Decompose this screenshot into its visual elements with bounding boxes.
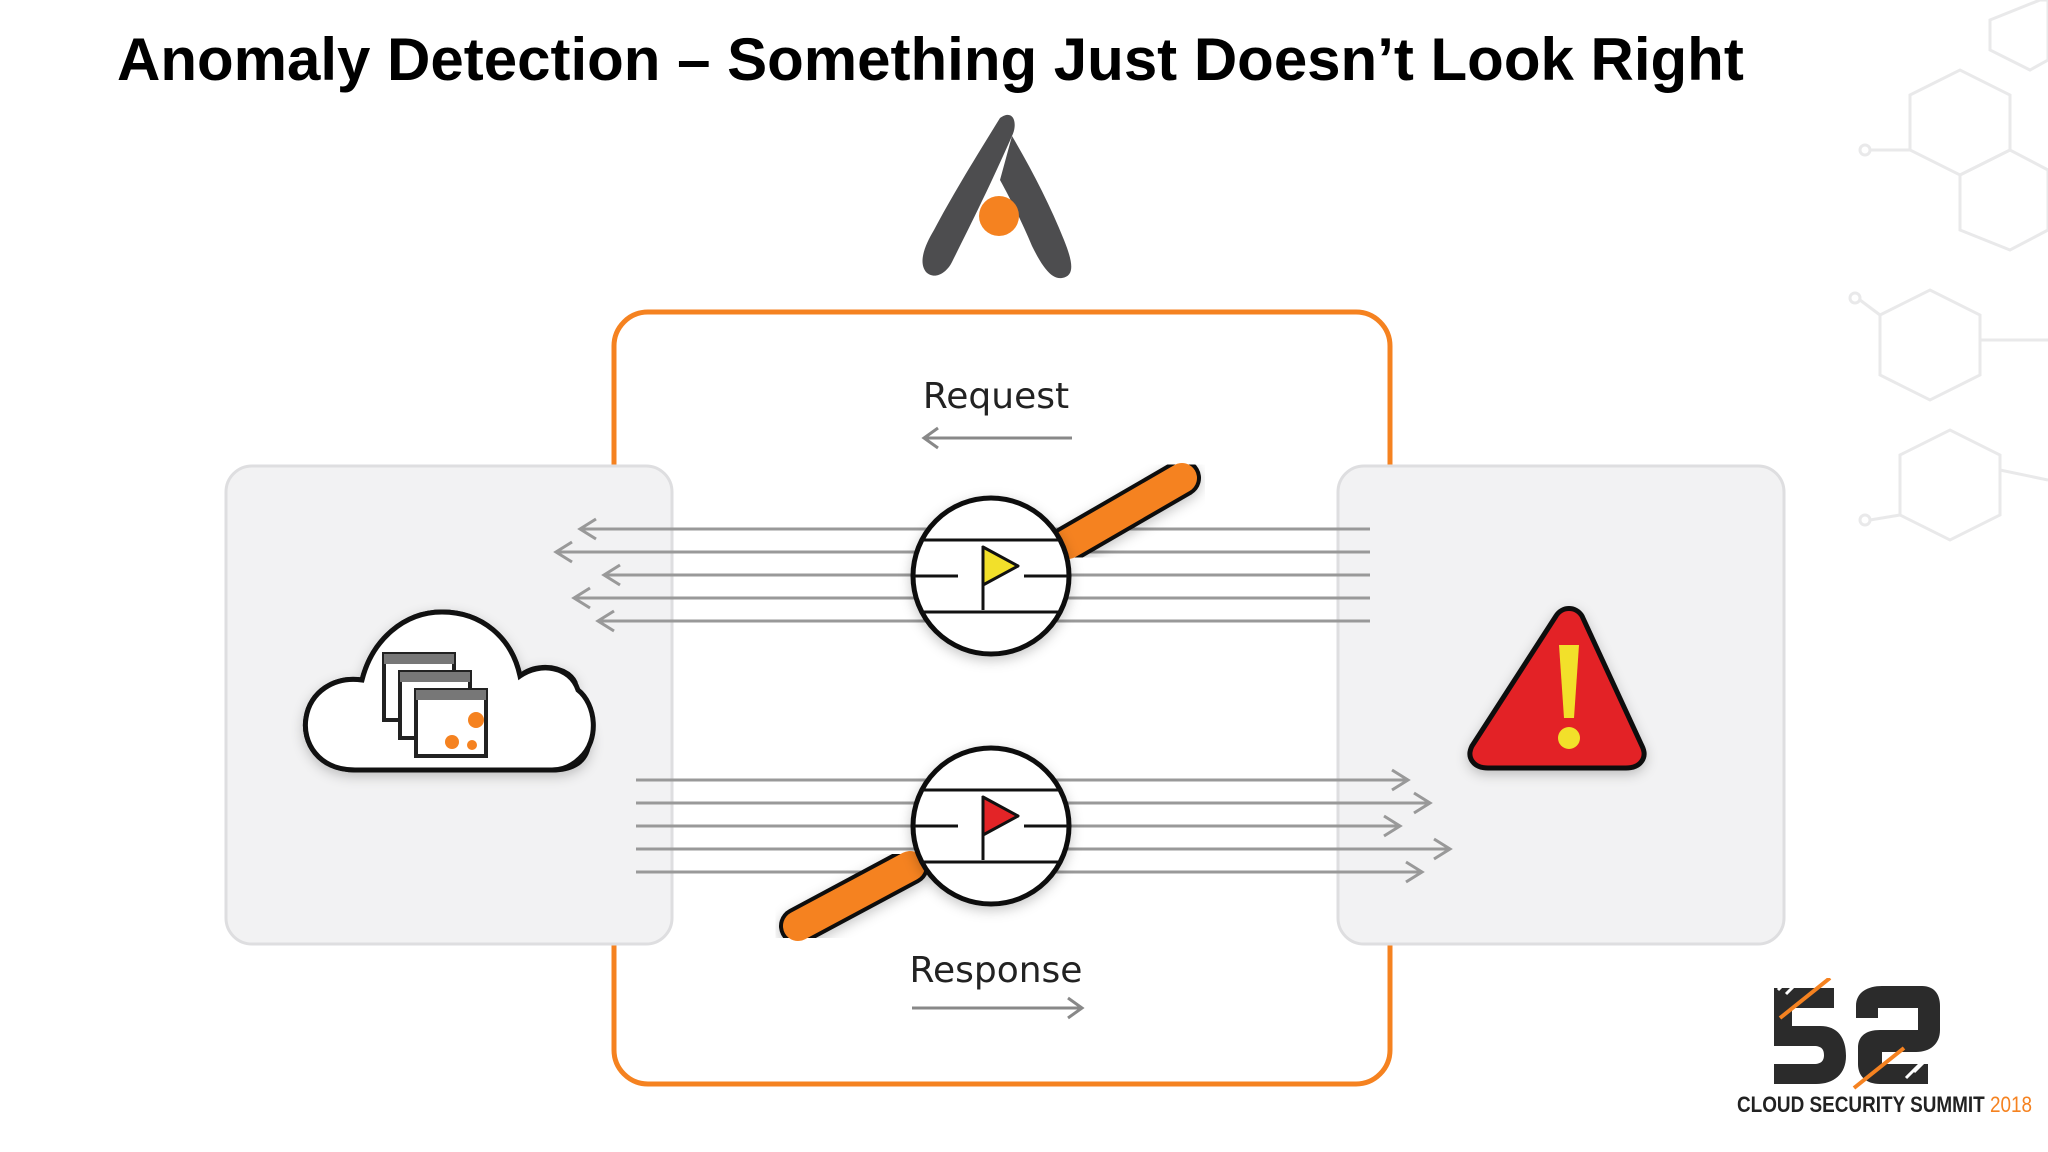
- page-title: Anomaly Detection – Something Just Doesn…: [117, 26, 1744, 93]
- cloud-apps-icon: [302, 609, 596, 773]
- response-inspection-magnifier: [779, 745, 1072, 945]
- brand-a-logo-icon: [922, 114, 1072, 279]
- request-direction-arrow: [921, 426, 1072, 450]
- response-direction-arrow: [912, 996, 1085, 1020]
- summit-name-text: CLOUD SECURITY SUMMIT 2018: [1737, 1092, 2032, 1118]
- request-inspection-magnifier: [910, 459, 1201, 657]
- yellow-flag-icon: [981, 545, 1020, 610]
- response-label: Response: [910, 950, 1083, 991]
- summit-event-name: CLOUD SECURITY SUMMIT: [1737, 1092, 1985, 1117]
- warning-icon: [1467, 606, 1647, 771]
- app-window-icon: [382, 652, 488, 758]
- request-label: Request: [923, 376, 1069, 417]
- background-hex-pattern: [1848, 0, 2048, 542]
- summit-logo-icon: [1774, 978, 1940, 1090]
- red-flag-icon: [981, 795, 1020, 860]
- summit-event-year: 2018: [1989, 1092, 2033, 1117]
